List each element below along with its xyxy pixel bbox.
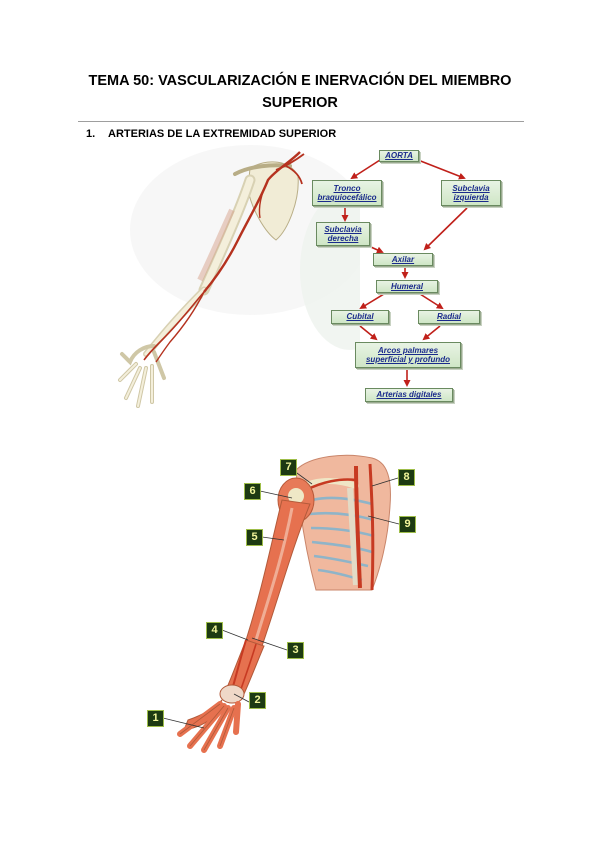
section-title: ARTERIAS DE LA EXTREMIDAD SUPERIOR — [108, 128, 337, 140]
diagram-label-5: 5 — [246, 529, 263, 546]
diagram-label-4: 4 — [206, 622, 223, 639]
diagram-label-9: 9 — [399, 516, 416, 533]
title-divider — [78, 121, 524, 122]
diagram-label-2: 2 — [249, 692, 266, 709]
diagram-label-1: 1 — [147, 710, 164, 727]
section-heading: 1. ARTERIAS DE LA EXTREMIDAD SUPERIOR — [86, 128, 336, 140]
arm-skeleton-illustration — [118, 145, 360, 408]
diagram-label-3: 3 — [287, 642, 304, 659]
diagram-label-7: 7 — [280, 459, 297, 476]
diagram-label-8: 8 — [398, 469, 415, 486]
section-number: 1. — [86, 128, 96, 140]
page-title: TEMA 50: VASCULARIZACIÓN E INERVACIÓN DE… — [88, 73, 512, 111]
diagram-label-6: 6 — [244, 483, 261, 500]
